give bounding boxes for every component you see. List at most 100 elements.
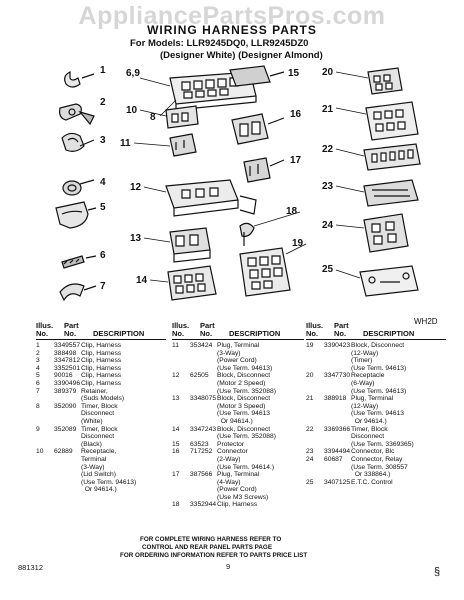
part-number: [190, 365, 217, 373]
part-description: (12-Way): [351, 349, 379, 357]
part-description: Plug, Terminal: [217, 342, 260, 349]
part-number: [324, 471, 351, 479]
part-number: [324, 441, 351, 449]
model-variants: (Designer White) (Designer Almond): [160, 50, 323, 61]
part-description: (Power Cord): [217, 486, 257, 494]
part-number: 90016: [54, 372, 73, 380]
illus-number: 14: [172, 425, 180, 433]
table-row-continuation: (12-Way): [306, 403, 446, 411]
part-number: [190, 388, 217, 396]
table-header: Illus.Part No.No.DESCRIPTION: [172, 322, 304, 338]
illus-number: [172, 365, 190, 373]
table-row-continuation: Terminal: [36, 456, 166, 464]
part-description: Disconnect: [351, 433, 385, 441]
part-number: 353424: [190, 342, 213, 349]
part-description: Or 94614.): [81, 486, 117, 494]
part-description: Block, Disconnect: [217, 425, 271, 433]
part-description: Block, Disconnect: [351, 342, 405, 349]
table-row-continuation: (Lid Switch): [36, 471, 166, 479]
illus-number: [36, 410, 54, 418]
table-row-continuation: (Use Term. 352088): [172, 433, 304, 441]
illus-number: [306, 433, 324, 441]
illus-number: 8: [36, 402, 40, 410]
part-description: (Motor 2 Speed): [217, 379, 266, 387]
illus-number: [306, 388, 324, 396]
illus-number: [172, 494, 190, 502]
header-part-no: No.: [64, 329, 77, 338]
label-18: 18: [286, 206, 298, 217]
label-25: 25: [322, 264, 334, 275]
illus-number: [306, 365, 324, 373]
part-description: (Use Term. 94613: [351, 410, 405, 418]
table-row-continuation: (Use Term. 94613: [306, 410, 446, 418]
illus-number: 11: [172, 342, 179, 349]
part-number: 388498: [54, 349, 77, 357]
part-number: 3347243: [190, 425, 217, 433]
label-20: 20: [322, 67, 334, 78]
illus-number: 17: [172, 471, 180, 479]
part-5-clip: [55, 201, 97, 229]
page-title: WIRING HARNESS PARTS: [147, 23, 317, 37]
part-description: (Timer): [351, 357, 373, 365]
part-number: 3352944: [190, 501, 217, 509]
header-part: Part: [334, 321, 349, 330]
illus-number: 18: [172, 501, 180, 509]
label-14: 14: [136, 275, 148, 286]
table-row-continuation: (Use Term. 352088): [172, 388, 304, 396]
part-description: Clip, Harness: [81, 342, 122, 349]
part-number: 352090: [54, 402, 77, 410]
watermark: AppliancePartsPros.com: [78, 2, 386, 30]
part-17-plug: [243, 157, 285, 183]
part-number: 388918: [324, 395, 347, 403]
part-15-protector: [229, 65, 285, 87]
page-number: 9: [226, 562, 231, 571]
part-number: [190, 479, 217, 487]
part-number: [54, 441, 81, 449]
illus-number: [306, 464, 324, 472]
part-6-clip: [61, 255, 97, 269]
part-number: [324, 418, 351, 426]
header-no: No.: [306, 329, 319, 338]
illus-number: 23: [306, 448, 314, 456]
footer-line-3: FOR ORDERING INFORMATION REFER TO PARTS …: [120, 552, 308, 559]
illus-number: 5: [36, 372, 40, 380]
label-7: 7: [100, 281, 106, 292]
label-1: 1: [100, 65, 106, 76]
part-14-block: [167, 265, 217, 301]
part-number: [54, 456, 81, 464]
part-number: 3347812: [54, 357, 81, 365]
table-row-continuation: (Use Term. 94613: [172, 410, 304, 418]
header-description: DESCRIPTION: [363, 329, 415, 338]
part-number: [324, 380, 351, 388]
illus-number: 10: [36, 448, 44, 456]
part-number: [190, 456, 217, 464]
illus-number: 7: [36, 387, 40, 395]
part-description: Connector, Relay: [351, 455, 403, 463]
illus-number: [172, 418, 190, 426]
part-description: (Use Term. 3369365): [351, 440, 414, 448]
header-part-no: No.: [200, 329, 213, 338]
part-20-receptacle: [367, 67, 403, 95]
header-description: DESCRIPTION: [93, 329, 145, 338]
part-description: (2-Way): [217, 455, 241, 463]
illus-number: [172, 350, 190, 358]
part-description: (Use Term. 308557: [351, 463, 408, 471]
part-number: 62505: [190, 372, 209, 380]
illus-number: [172, 464, 190, 472]
header-part: Part: [200, 321, 215, 330]
part-11-plug: [169, 133, 197, 157]
part-23-connector: [363, 179, 419, 207]
header-description: DESCRIPTION: [229, 329, 281, 338]
part-description: (Use Term. 352088): [217, 387, 276, 395]
part-22-block: [363, 143, 421, 171]
illus-number: [306, 380, 324, 388]
part-number: [54, 433, 81, 441]
table-row-continuation: Or 94614.): [172, 418, 304, 426]
part-number: 3347730: [324, 372, 351, 380]
table-row-continuation: (4-Way): [172, 479, 304, 487]
illus-number: 16: [172, 448, 180, 456]
part-description: Terminal: [81, 455, 107, 463]
